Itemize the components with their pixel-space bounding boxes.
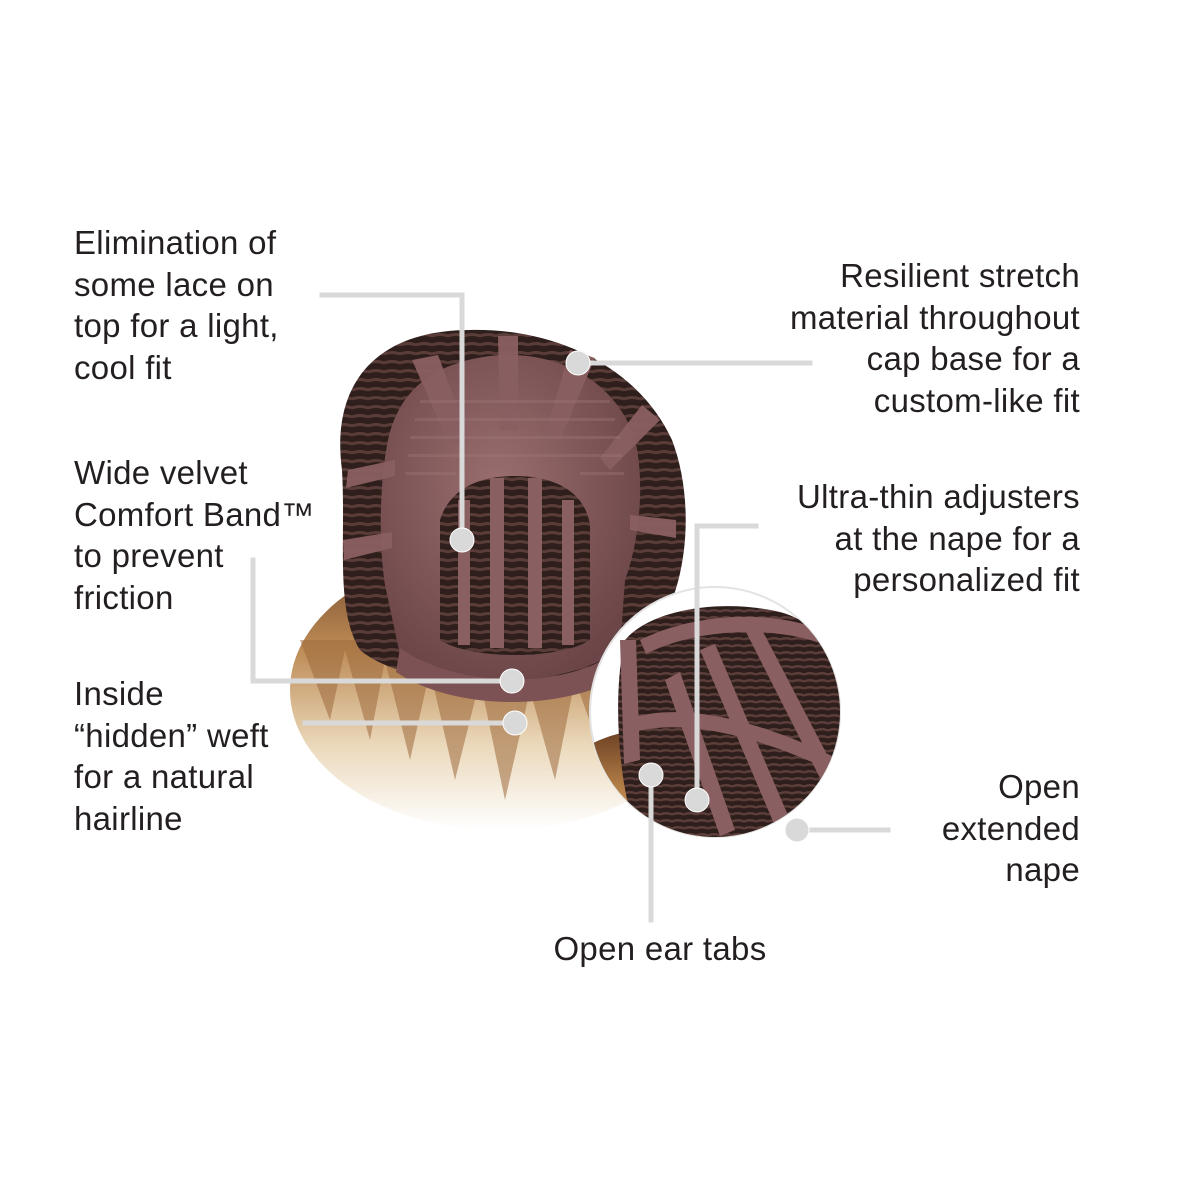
callout-dots bbox=[449, 350, 810, 843]
callout-nape-line: nape bbox=[1005, 851, 1080, 888]
callout-hidden-weft-line: “hidden” weft bbox=[74, 716, 269, 754]
dot-hidden-weft bbox=[502, 710, 528, 736]
callout-ear-tabs-line: Open ear tabs bbox=[553, 930, 767, 967]
callout-ear-tabs: Open ear tabs bbox=[500, 928, 820, 970]
dot-lace bbox=[449, 527, 475, 553]
callout-hidden-weft-line: hairline bbox=[74, 799, 183, 837]
dot-adjusters bbox=[684, 787, 710, 813]
callout-comfort-band-line: Wide velvet bbox=[74, 454, 248, 491]
leader-comfort-band bbox=[250, 557, 515, 684]
leader-lines bbox=[250, 292, 891, 923]
callout-stretch-line: cap base for a bbox=[866, 340, 1080, 377]
dot-comfort-band bbox=[499, 668, 525, 694]
leader-lace bbox=[319, 292, 465, 543]
main-wig bbox=[290, 329, 710, 830]
callout-adjusters-line: at the nape for a bbox=[834, 519, 1080, 557]
callout-adjusters-line: personalized fit bbox=[853, 561, 1080, 598]
callout-adjusters-line: Ultra-thin adjusters bbox=[797, 478, 1080, 515]
callout-hidden-weft: Inside “hidden” weft for a natural hairl… bbox=[74, 673, 269, 839]
callout-stretch-line: material throughout bbox=[789, 298, 1080, 336]
leader-adjusters bbox=[694, 523, 759, 803]
callout-nape: Open extended nape bbox=[942, 766, 1080, 891]
callout-comfort-band-line: Comfort Band™ bbox=[74, 495, 315, 533]
callout-nape-line: extended bbox=[941, 809, 1080, 847]
callout-nape-line: Open bbox=[998, 768, 1080, 805]
dot-stretch bbox=[565, 350, 591, 376]
callout-hidden-weft-line: for a natural bbox=[74, 758, 255, 795]
callout-comfort-band-line: friction bbox=[74, 578, 174, 616]
callout-comfort-band: Wide velvet Comfort Band™ to prevent fri… bbox=[74, 452, 315, 618]
nape-inset bbox=[589, 586, 841, 838]
open-top-panel bbox=[440, 476, 590, 655]
callout-stretch: Resilient stretch material throughout ca… bbox=[790, 255, 1080, 421]
dot-nape bbox=[784, 817, 810, 843]
callout-lace-line: some lace on bbox=[74, 265, 274, 303]
dot-ear-tabs bbox=[638, 762, 664, 788]
callout-stretch-line: custom-like fit bbox=[873, 381, 1080, 419]
callout-stretch-line: Resilient stretch bbox=[840, 257, 1080, 294]
callout-hidden-weft-line: Inside bbox=[74, 675, 164, 712]
callout-lace-line: Elimination of bbox=[74, 224, 277, 261]
callout-lace: Elimination of some lace on top for a li… bbox=[74, 222, 279, 388]
callout-comfort-band-line: to prevent bbox=[74, 537, 224, 574]
callout-lace-line: top for a light, bbox=[74, 307, 279, 344]
callout-adjusters: Ultra-thin adjusters at the nape for a p… bbox=[797, 476, 1080, 601]
callout-lace-line: cool fit bbox=[74, 348, 172, 386]
comfort-band bbox=[396, 648, 628, 702]
